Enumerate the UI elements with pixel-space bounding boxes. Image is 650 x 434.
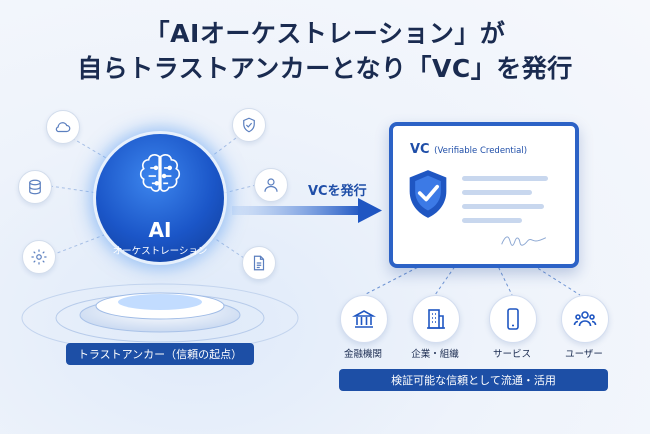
vc-title: VC [410, 142, 430, 157]
title-line-2: 自らトラストアンカーとなり「VC」を発行 [77, 54, 573, 83]
trust-anchor-label: トラストアンカー（信頼の起点） [66, 343, 254, 365]
signature-mark [501, 236, 547, 246]
shield-badge-icon [409, 170, 447, 218]
cloud-icon [46, 110, 80, 144]
pedestal-glow [118, 294, 202, 310]
vc-text-line [462, 204, 544, 209]
vc-text-line [462, 218, 522, 223]
smartphone-icon [489, 295, 537, 343]
entity-label-building: 企業・組織 [411, 349, 459, 360]
link-users [527, 261, 581, 296]
vc-subtitle: (Verifiable Credential) [434, 146, 528, 156]
title-line-1: 「AIオーケストレーション」が [144, 19, 506, 48]
ai-orb [96, 134, 224, 262]
orb-ai-label: AI [148, 218, 172, 242]
orb-sub-label: オーケストレーション [112, 246, 208, 257]
vc-text-line [462, 190, 532, 195]
shield-check-icon [232, 108, 266, 142]
link-database [49, 185, 99, 194]
entity-label-service: サービス [492, 349, 531, 360]
entity-label-bank: 金融機関 [343, 349, 382, 360]
users-icon [561, 295, 609, 343]
brain-icon [139, 154, 181, 192]
entity-label-users: ユーザー [565, 349, 603, 360]
bank-icon [340, 295, 388, 343]
document-icon [242, 246, 276, 280]
vc-text-line [462, 176, 548, 181]
link-shield [203, 137, 237, 163]
arrow-shaft [232, 206, 362, 215]
gear-icon [22, 240, 56, 274]
vc-card-title: VC (Verifiable Credential) [410, 142, 527, 157]
link-document [213, 237, 245, 259]
database-icon [18, 170, 52, 204]
arrow-head [358, 198, 382, 223]
verifiable-trust-label: 検証可能な信頼として流通・活用 [339, 369, 608, 391]
issue-vc-label: VCを発行 [308, 184, 367, 199]
user-icon [254, 168, 288, 202]
building-icon [412, 295, 460, 343]
